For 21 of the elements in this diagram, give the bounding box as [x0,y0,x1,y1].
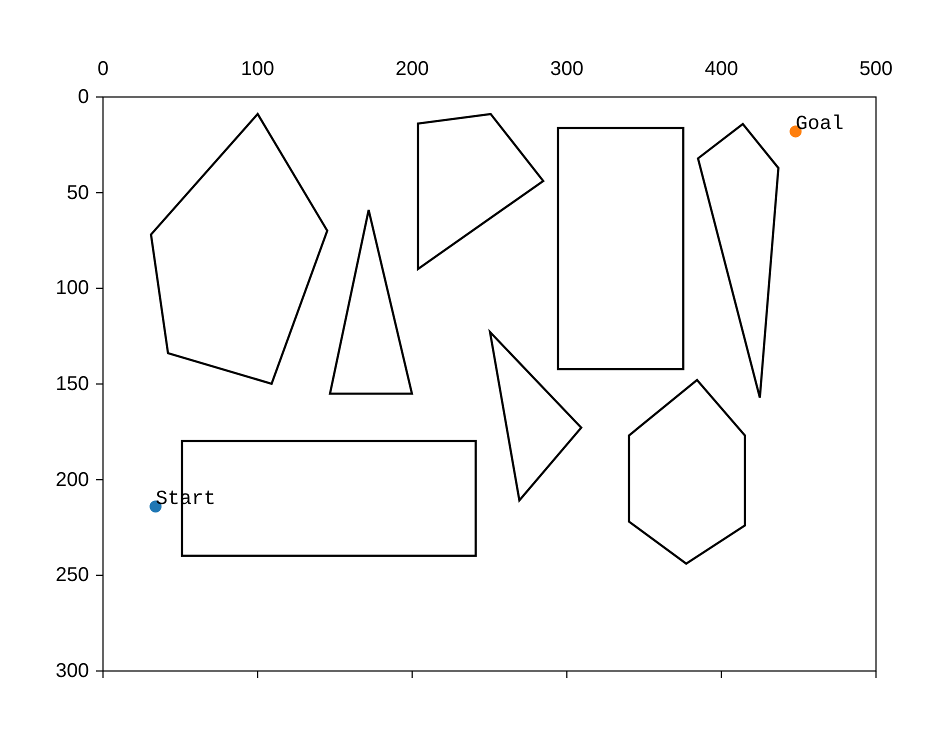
tick-label: 300 [549,59,584,79]
tick-label: 100 [240,59,276,79]
tick-label: 200 [54,470,89,490]
triangle-outline [488,330,583,503]
tick-label: 0 [96,59,110,79]
tick-label: 200 [394,59,430,79]
hexagon-outline [626,378,747,566]
tick-label: 300 [54,661,89,681]
pentagon-outline [148,112,330,386]
point-label: Goal [796,115,844,136]
tick-label: 0 [76,87,89,107]
tick-label: 150 [54,374,89,394]
box-outline [556,126,685,371]
tick-label: 500 [858,59,894,79]
tick-label: 50 [66,182,89,203]
tick-label: 250 [54,565,89,586]
quadrilateral-outline [416,112,546,272]
triangle-outline [328,208,414,396]
tick-label: 100 [54,278,89,298]
kite-outline [696,122,781,400]
tick-label: 400 [704,59,740,79]
